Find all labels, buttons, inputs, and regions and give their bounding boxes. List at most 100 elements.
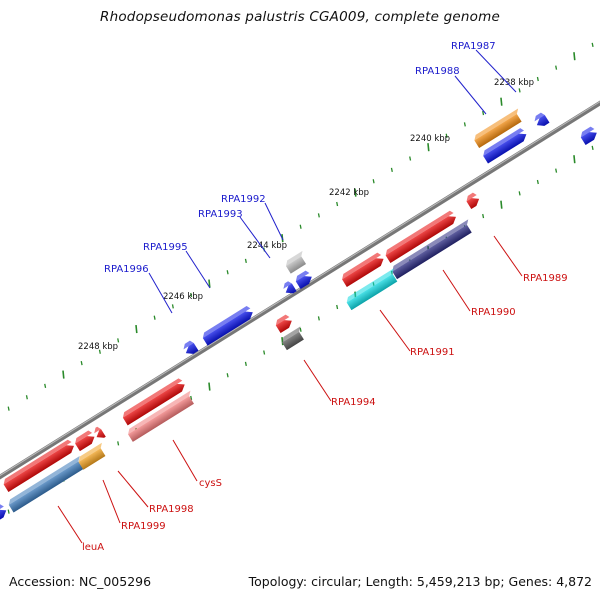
- genome-backbone: [0, 100, 600, 480]
- tick-mark: [336, 201, 339, 207]
- tick-mark: [281, 337, 284, 346]
- gene-label-rpa1993: RPA1993: [198, 209, 243, 220]
- topology-summary: Topology: circular; Length: 5,459,213 bp…: [248, 574, 592, 589]
- gene-bevel: [392, 219, 469, 272]
- gene-shade: [466, 198, 480, 209]
- gene-shade: [202, 311, 253, 346]
- gene-label-rpa1994: RPA1994: [331, 397, 376, 408]
- tick-mark: [482, 110, 485, 116]
- tick-mark: [445, 133, 448, 138]
- kbp-label: 2244 kbp: [247, 241, 287, 251]
- tick-mark: [555, 65, 558, 70]
- gene-rpa1994: [282, 326, 304, 351]
- gene-bevel: [295, 270, 310, 282]
- tick-mark: [44, 383, 47, 389]
- gene-bevel: [580, 126, 595, 138]
- tick-mark: [500, 97, 503, 106]
- gene-bevel: [122, 378, 183, 418]
- gene-label-rpa1989: RPA1989: [523, 273, 568, 284]
- leader-line: [102, 479, 121, 524]
- tick-mark: [555, 168, 558, 173]
- gene-rpa1995: [202, 306, 253, 346]
- gene-bevel: [282, 326, 301, 343]
- tick-mark: [244, 361, 247, 366]
- tick-mark: [244, 258, 247, 263]
- gene-features: [0, 108, 597, 520]
- gene-shade: [3, 445, 74, 492]
- gene-rpa2000: [3, 439, 74, 492]
- tick-mark: [354, 188, 357, 197]
- gene-bevel: [483, 128, 524, 156]
- tick-mark: [409, 156, 412, 161]
- gene-leua: [8, 455, 84, 513]
- gene-label-rpa1988: RPA1988: [415, 66, 460, 77]
- tick-mark: [263, 350, 266, 355]
- gene-rpa1987: [534, 112, 550, 126]
- tick-mark: [591, 42, 594, 47]
- leader-line: [475, 49, 517, 93]
- gene-rpa1999a: [75, 430, 95, 452]
- leader-line: [493, 235, 523, 277]
- gene-shade: [385, 216, 456, 263]
- gene-shade: [346, 273, 398, 311]
- gene-cyss: [122, 378, 185, 426]
- gene-bevel: [285, 250, 303, 266]
- gene-rpa1999b: [94, 426, 106, 438]
- gene-bevel: [78, 442, 102, 463]
- tick-mark: [299, 327, 302, 332]
- leader-lines: [57, 49, 523, 544]
- tick-mark: [518, 191, 521, 196]
- tick-mark: [317, 213, 320, 218]
- gene-shade: [483, 133, 527, 164]
- gene-shade: [75, 436, 95, 452]
- tick-mark: [226, 270, 229, 275]
- gene-shade: [285, 283, 297, 294]
- leader-line: [454, 75, 487, 115]
- genome-backbone-highlight: [0, 101, 600, 477]
- gene-bevel: [183, 340, 194, 350]
- gene-shade: [285, 256, 307, 274]
- leader-line: [239, 216, 271, 259]
- gene-rpa1990: [392, 219, 472, 280]
- gene-label-rpa1991: RPA1991: [410, 347, 455, 358]
- gene-shade: [536, 115, 550, 126]
- tick-mark: [500, 200, 503, 209]
- gene-rpa1993: [283, 281, 297, 294]
- gene-label-cyss: cysS: [199, 478, 222, 489]
- gene-rpa1992b: [295, 270, 312, 290]
- gene-shade: [474, 113, 522, 149]
- tick-mark: [372, 179, 375, 184]
- gene-shade: [342, 258, 384, 287]
- tick-mark: [518, 88, 521, 93]
- gene-shade: [128, 396, 194, 442]
- gene-rpa1992: [285, 250, 307, 274]
- gene-bevel: [202, 306, 251, 338]
- gene-shade: [282, 331, 304, 351]
- kbp-label: 2240 kbp: [410, 134, 450, 144]
- gene-rpa2001: [0, 504, 7, 520]
- gene-bevel: [94, 426, 102, 434]
- gene-label-rpa1995: RPA1995: [143, 242, 188, 253]
- gene-bevel: [466, 192, 477, 202]
- tick-mark: [153, 315, 156, 320]
- leader-line: [57, 505, 83, 544]
- gene-bevel: [283, 281, 292, 289]
- gene-label-rpa1987: RPA1987: [451, 41, 496, 52]
- gene-shade: [78, 448, 106, 470]
- gene-label-rpa1996: RPA1996: [104, 264, 149, 275]
- gene-bevel: [128, 390, 191, 435]
- tick-mark: [536, 179, 539, 185]
- tick-mark: [7, 406, 10, 411]
- accession-text: Accession: NC_005296: [9, 574, 152, 589]
- tick-mark: [573, 155, 576, 164]
- gene-rpa1989a: [385, 210, 456, 263]
- tick-mark: [171, 304, 174, 309]
- tick-mark: [80, 361, 83, 366]
- leader-line: [264, 202, 284, 241]
- gene-label-leua: leuA: [82, 542, 104, 553]
- gene-shade: [8, 461, 84, 513]
- gene-shade: [0, 509, 7, 520]
- gene-rpa1989: [466, 192, 480, 209]
- gene-shade: [392, 224, 472, 280]
- gene-bevel: [385, 210, 454, 256]
